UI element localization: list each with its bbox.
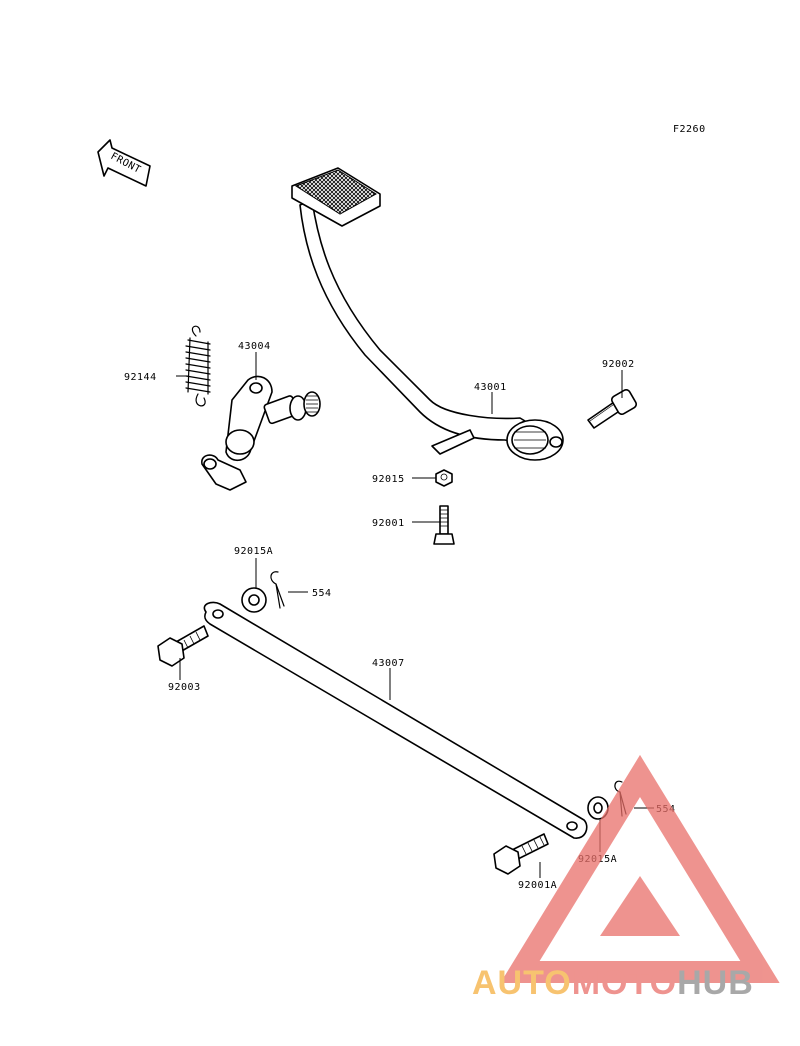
bolt-92003 <box>157 625 209 667</box>
shaft-arm-43004 <box>201 375 321 491</box>
watermark-hub: HUB <box>677 964 754 1002</box>
label-92001: 92001 <box>372 518 405 529</box>
front-arrow-icon: FRONT <box>97 139 151 187</box>
label-43001: 43001 <box>474 382 507 393</box>
brake-pedal-43001 <box>291 167 564 461</box>
label-43004: 43004 <box>238 341 271 352</box>
label-92015: 92015 <box>372 474 405 485</box>
watermark-moto: MOTO <box>572 964 677 1002</box>
bolt-92001 <box>433 505 455 545</box>
watermark-auto: AUTO <box>472 964 572 1002</box>
washer-92015A-top <box>241 587 267 613</box>
watermark-logo: AUTOMOTOHUB <box>472 754 780 1002</box>
label-554-top: 554 <box>312 588 332 599</box>
label-92144: 92144 <box>124 372 157 383</box>
label-92002: 92002 <box>602 359 635 370</box>
svg-text:AUTOMOTOHUB: AUTOMOTOHUB <box>472 964 754 1002</box>
label-92015A-top: 92015A <box>234 546 273 557</box>
spring-92144 <box>185 325 211 407</box>
label-43007: 43007 <box>372 658 405 669</box>
rod-43007 <box>203 601 588 839</box>
label-92003: 92003 <box>168 682 201 693</box>
bolt-92002 <box>587 389 637 429</box>
bolt-92001A <box>493 833 549 875</box>
figure-code: F2260 <box>673 124 706 135</box>
nut-92015 <box>435 469 453 487</box>
label-92001A: 92001A <box>518 880 557 891</box>
cotter-pin-554-top <box>270 571 285 609</box>
